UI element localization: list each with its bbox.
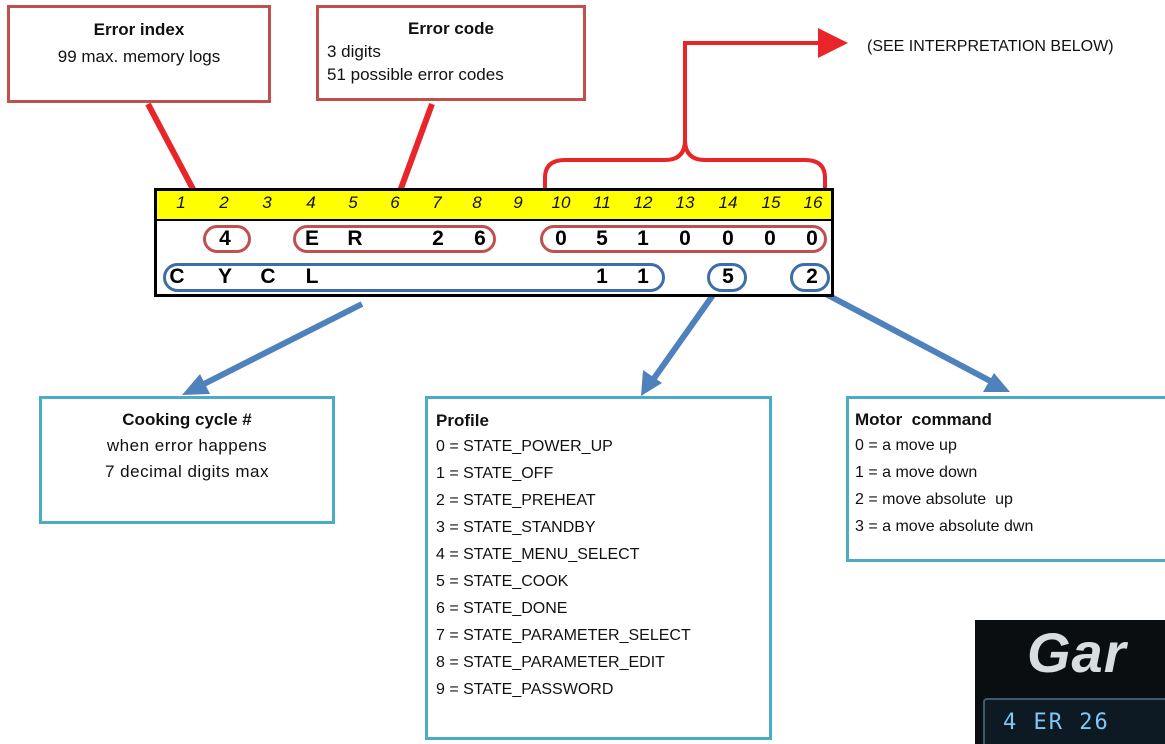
error-code-line2: 51 possible error codes: [327, 65, 504, 84]
cycle-arrow: [194, 301, 364, 391]
error-index-box: Error index 99 max. memory logs: [7, 5, 271, 103]
position-number: 11: [593, 193, 611, 212]
error-code-line1: 3 digits: [327, 42, 381, 61]
motor-command-title: Motor command: [855, 410, 992, 429]
lcd-code-char: 6: [474, 227, 486, 250]
profile-item: 5 = STATE_COOK: [436, 573, 569, 590]
lcd-data-char: 0: [679, 227, 691, 250]
error-index-desc: 99 max. memory logs: [57, 47, 221, 66]
position-number: 3: [262, 193, 272, 212]
lcd-cycle-num: 1: [637, 265, 649, 288]
lcd-cycle-char: C: [260, 265, 276, 288]
motor-item: 1 = a move down: [855, 464, 978, 481]
motor-arrowhead: [983, 373, 1010, 392]
lcd-position-bar: [157, 191, 831, 221]
position-number: 14: [718, 193, 738, 212]
lcd-cycle-char: C: [169, 265, 185, 288]
profile-item: 7 = STATE_PARAMETER_SELECT: [436, 627, 691, 644]
lcd-data-char: 1: [637, 227, 649, 250]
cooking-cycle-box: Cooking cycle # when error happens 7 dec…: [39, 396, 335, 524]
position-number: 13: [675, 193, 695, 212]
error-code-title: Error code: [408, 19, 494, 38]
profile-item: 0 = STATE_POWER_UP: [436, 438, 613, 455]
cooking-cycle-line2: 7 decimal digits max: [104, 462, 269, 481]
lcd-cycle-char: Y: [217, 265, 232, 288]
motor-arrow: [820, 289, 998, 387]
index-highlight: [203, 225, 251, 253]
data-highlight: [540, 225, 827, 253]
lcd-cycle-num: 1: [596, 265, 608, 288]
device-lcd-text: 4 ER 26: [1003, 710, 1110, 735]
position-number: 8: [472, 193, 482, 212]
interpretation-arrow: [683, 41, 822, 140]
lcd-code-char: 2: [432, 227, 444, 250]
profile-highlight: [707, 263, 747, 292]
lcd-cycle-char: L: [305, 265, 319, 288]
profile-item: 2 = STATE_PREHEAT: [436, 492, 596, 509]
lcd-data-char: 0: [722, 227, 734, 250]
position-number: 16: [803, 193, 823, 212]
position-number: 4: [306, 193, 316, 212]
profile-item: 6 = STATE_DONE: [436, 600, 568, 617]
error-code-box: Error code 3 digits 51 possible error co…: [316, 5, 586, 101]
profile-item: 3 = STATE_STANDBY: [436, 519, 596, 536]
cooking-cycle-line1: when error happens: [106, 436, 268, 455]
lcd-motor-char: 2: [806, 265, 818, 288]
profile-item: 1 = STATE_OFF: [436, 465, 554, 482]
profile-box: Profile 0 = STATE_POWER_UP 1 = STATE_OFF…: [425, 396, 772, 740]
profile-arrowhead: [641, 370, 662, 396]
lcd-data-char: 0: [555, 227, 567, 250]
profile-arrow: [647, 286, 721, 386]
position-number: 9: [513, 193, 523, 212]
lcd-data-char: 0: [806, 227, 818, 250]
motor-command-box: Motor command 0 = a move up 1 = a move d…: [846, 396, 1165, 562]
interpretation-arrowhead: [818, 28, 848, 58]
lcd-index-char: 4: [219, 227, 231, 250]
lcd-data-char: 5: [596, 227, 608, 250]
motor-item: 2 = move absolute up: [855, 491, 1013, 508]
motor-highlight: [790, 263, 830, 292]
position-number: 2: [219, 193, 229, 212]
profile-title: Profile: [436, 411, 489, 430]
profile-item: 8 = STATE_PARAMETER_EDIT: [436, 654, 665, 671]
error-code-highlight: [293, 225, 496, 253]
cooking-cycle-title: Cooking cycle #: [122, 410, 252, 429]
device-display-photo: Gar 4 ER 26: [975, 620, 1165, 744]
device-lcd-panel: 4 ER 26: [983, 698, 1165, 744]
error-code-arrow: [393, 102, 435, 204]
cycle-arrowhead: [182, 374, 210, 395]
profile-item: 4 = STATE_MENU_SELECT: [436, 546, 640, 563]
error-index-title: Error index: [93, 20, 185, 39]
motor-item: 3 = a move absolute dwn: [855, 518, 1034, 535]
position-number: 5: [348, 193, 358, 212]
lcd-profile-char: 5: [722, 265, 734, 288]
interpretation-note: (SEE INTERPRETATION BELOW): [867, 38, 1114, 55]
lcd-code-char: R: [347, 227, 363, 250]
cycle-highlight: [163, 263, 665, 292]
motor-item: 0 = a move up: [855, 437, 957, 454]
position-number: 7: [432, 193, 442, 212]
position-number: 6: [390, 193, 400, 212]
position-number: 15: [761, 193, 781, 212]
position-number: 10: [551, 193, 571, 212]
lcd-code-char: E: [304, 227, 319, 250]
position-number: 12: [633, 193, 653, 212]
position-number: 1: [176, 193, 186, 212]
lcd-data-char: 0: [764, 227, 776, 250]
device-logo: Gar: [1027, 621, 1127, 684]
profile-item: 9 = STATE_PASSWORD: [436, 681, 614, 698]
